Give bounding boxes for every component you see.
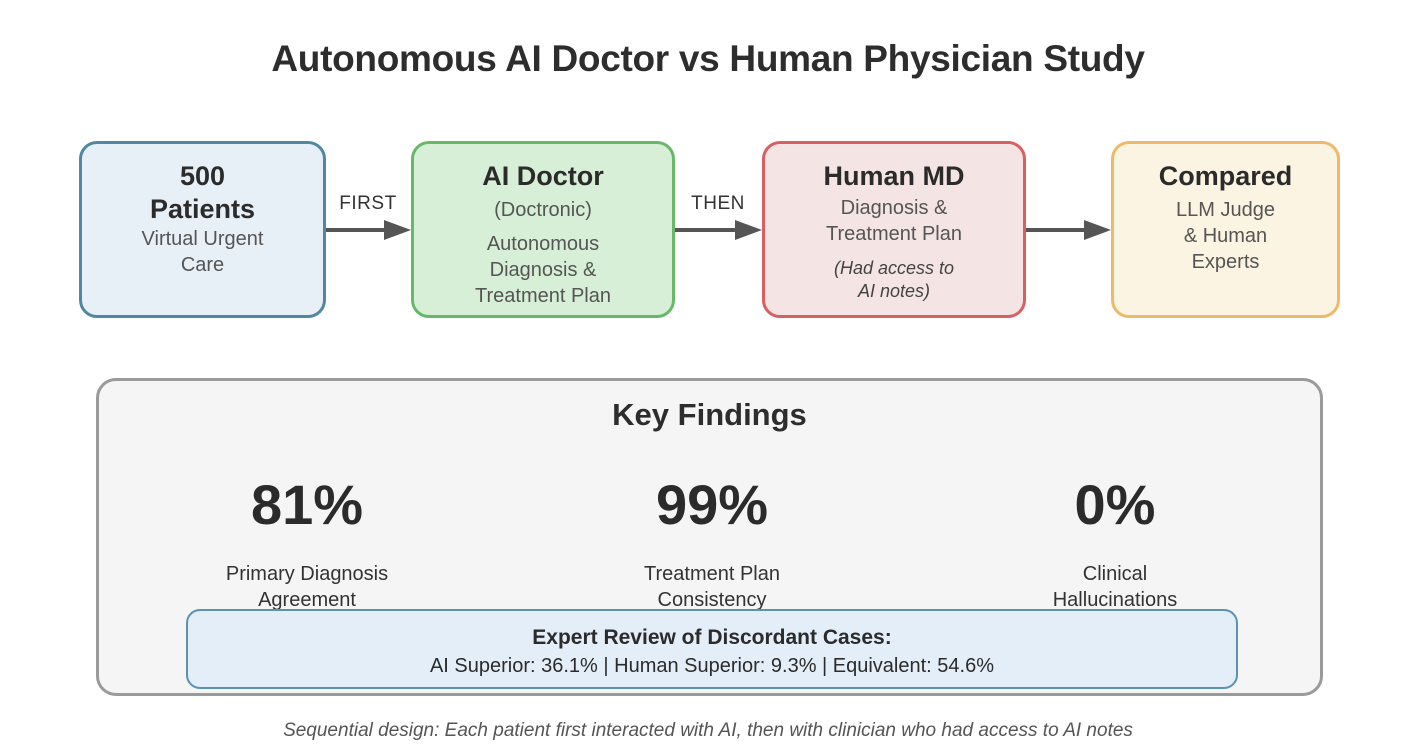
patients-sub-2: Care: [180, 254, 225, 276]
patients-sub-1: Virtual Urgent: [141, 228, 264, 250]
stat-label: Hallucinations: [1052, 589, 1178, 611]
human-md-note-1: (Had access to: [833, 258, 955, 278]
compared-heading: Compared: [1158, 161, 1293, 191]
stat-label: Consistency: [657, 589, 767, 611]
ai-doctor-sub-2: Autonomous: [486, 233, 600, 255]
stat-diagnosis-agreement: 81% Primary Diagnosis Agreement: [157, 473, 457, 613]
stat-label: Treatment Plan: [644, 563, 780, 585]
expert-review-heading: Expert Review of Discordant Cases:: [532, 626, 892, 649]
compared-sub-1: LLM Judge: [1176, 199, 1275, 221]
compared-sub-3: Experts: [1191, 251, 1260, 273]
stat-label: Agreement: [258, 589, 356, 611]
compared-sub-2: & Human: [1183, 225, 1268, 247]
stat-label: Clinical: [1082, 563, 1148, 585]
stat-label: Primary Diagnosis: [225, 563, 389, 585]
arrow-compared-icon: [1026, 220, 1111, 240]
human-md-box: Human MD Diagnosis & Treatment Plan (Had…: [762, 141, 1026, 318]
ai-doctor-heading: AI Doctor: [482, 161, 604, 191]
ai-doctor-box: AI Doctor (Doctronic) Autonomous Diagnos…: [411, 141, 675, 318]
stat-value: 0%: [1074, 473, 1156, 536]
ai-doctor-sub-3: Diagnosis &: [489, 259, 597, 281]
footnote: Sequential design: Each patient first in…: [283, 720, 1133, 741]
patients-count: 500: [179, 161, 226, 191]
arrow-then-icon: [675, 220, 762, 240]
page-title: Autonomous AI Doctor vs Human Physician …: [271, 38, 1145, 79]
human-md-sub-1: Diagnosis &: [840, 197, 948, 219]
patients-heading: Patients: [149, 194, 256, 224]
patients-box: 500 Patients Virtual Urgent Care: [79, 141, 326, 318]
ai-doctor-sub-4: Treatment Plan: [475, 285, 611, 307]
expert-review-box: Expert Review of Discordant Cases: AI Su…: [186, 609, 1238, 689]
human-md-heading: Human MD: [823, 161, 965, 191]
arrow-label-first: FIRST: [339, 193, 397, 214]
arrow-label-then: THEN: [691, 193, 745, 214]
human-md-sub-2: Treatment Plan: [826, 223, 962, 245]
arrow-first-icon: [326, 220, 411, 240]
stat-value: 81%: [250, 473, 364, 536]
human-md-note-2: AI notes): [857, 281, 931, 301]
key-findings-panel: Key Findings 81% Primary Diagnosis Agree…: [96, 378, 1323, 696]
expert-review-text: AI Superior: 36.1% | Human Superior: 9.3…: [429, 655, 995, 677]
key-findings-title: Key Findings: [612, 397, 807, 432]
compared-box: Compared LLM Judge & Human Experts: [1111, 141, 1340, 318]
stat-value: 99%: [655, 473, 769, 536]
stat-treatment-consistency: 99% Treatment Plan Consistency: [562, 473, 862, 613]
stat-clinical-hallucinations: 0% Clinical Hallucinations: [965, 473, 1265, 613]
ai-doctor-sub-1: (Doctronic): [494, 199, 592, 221]
